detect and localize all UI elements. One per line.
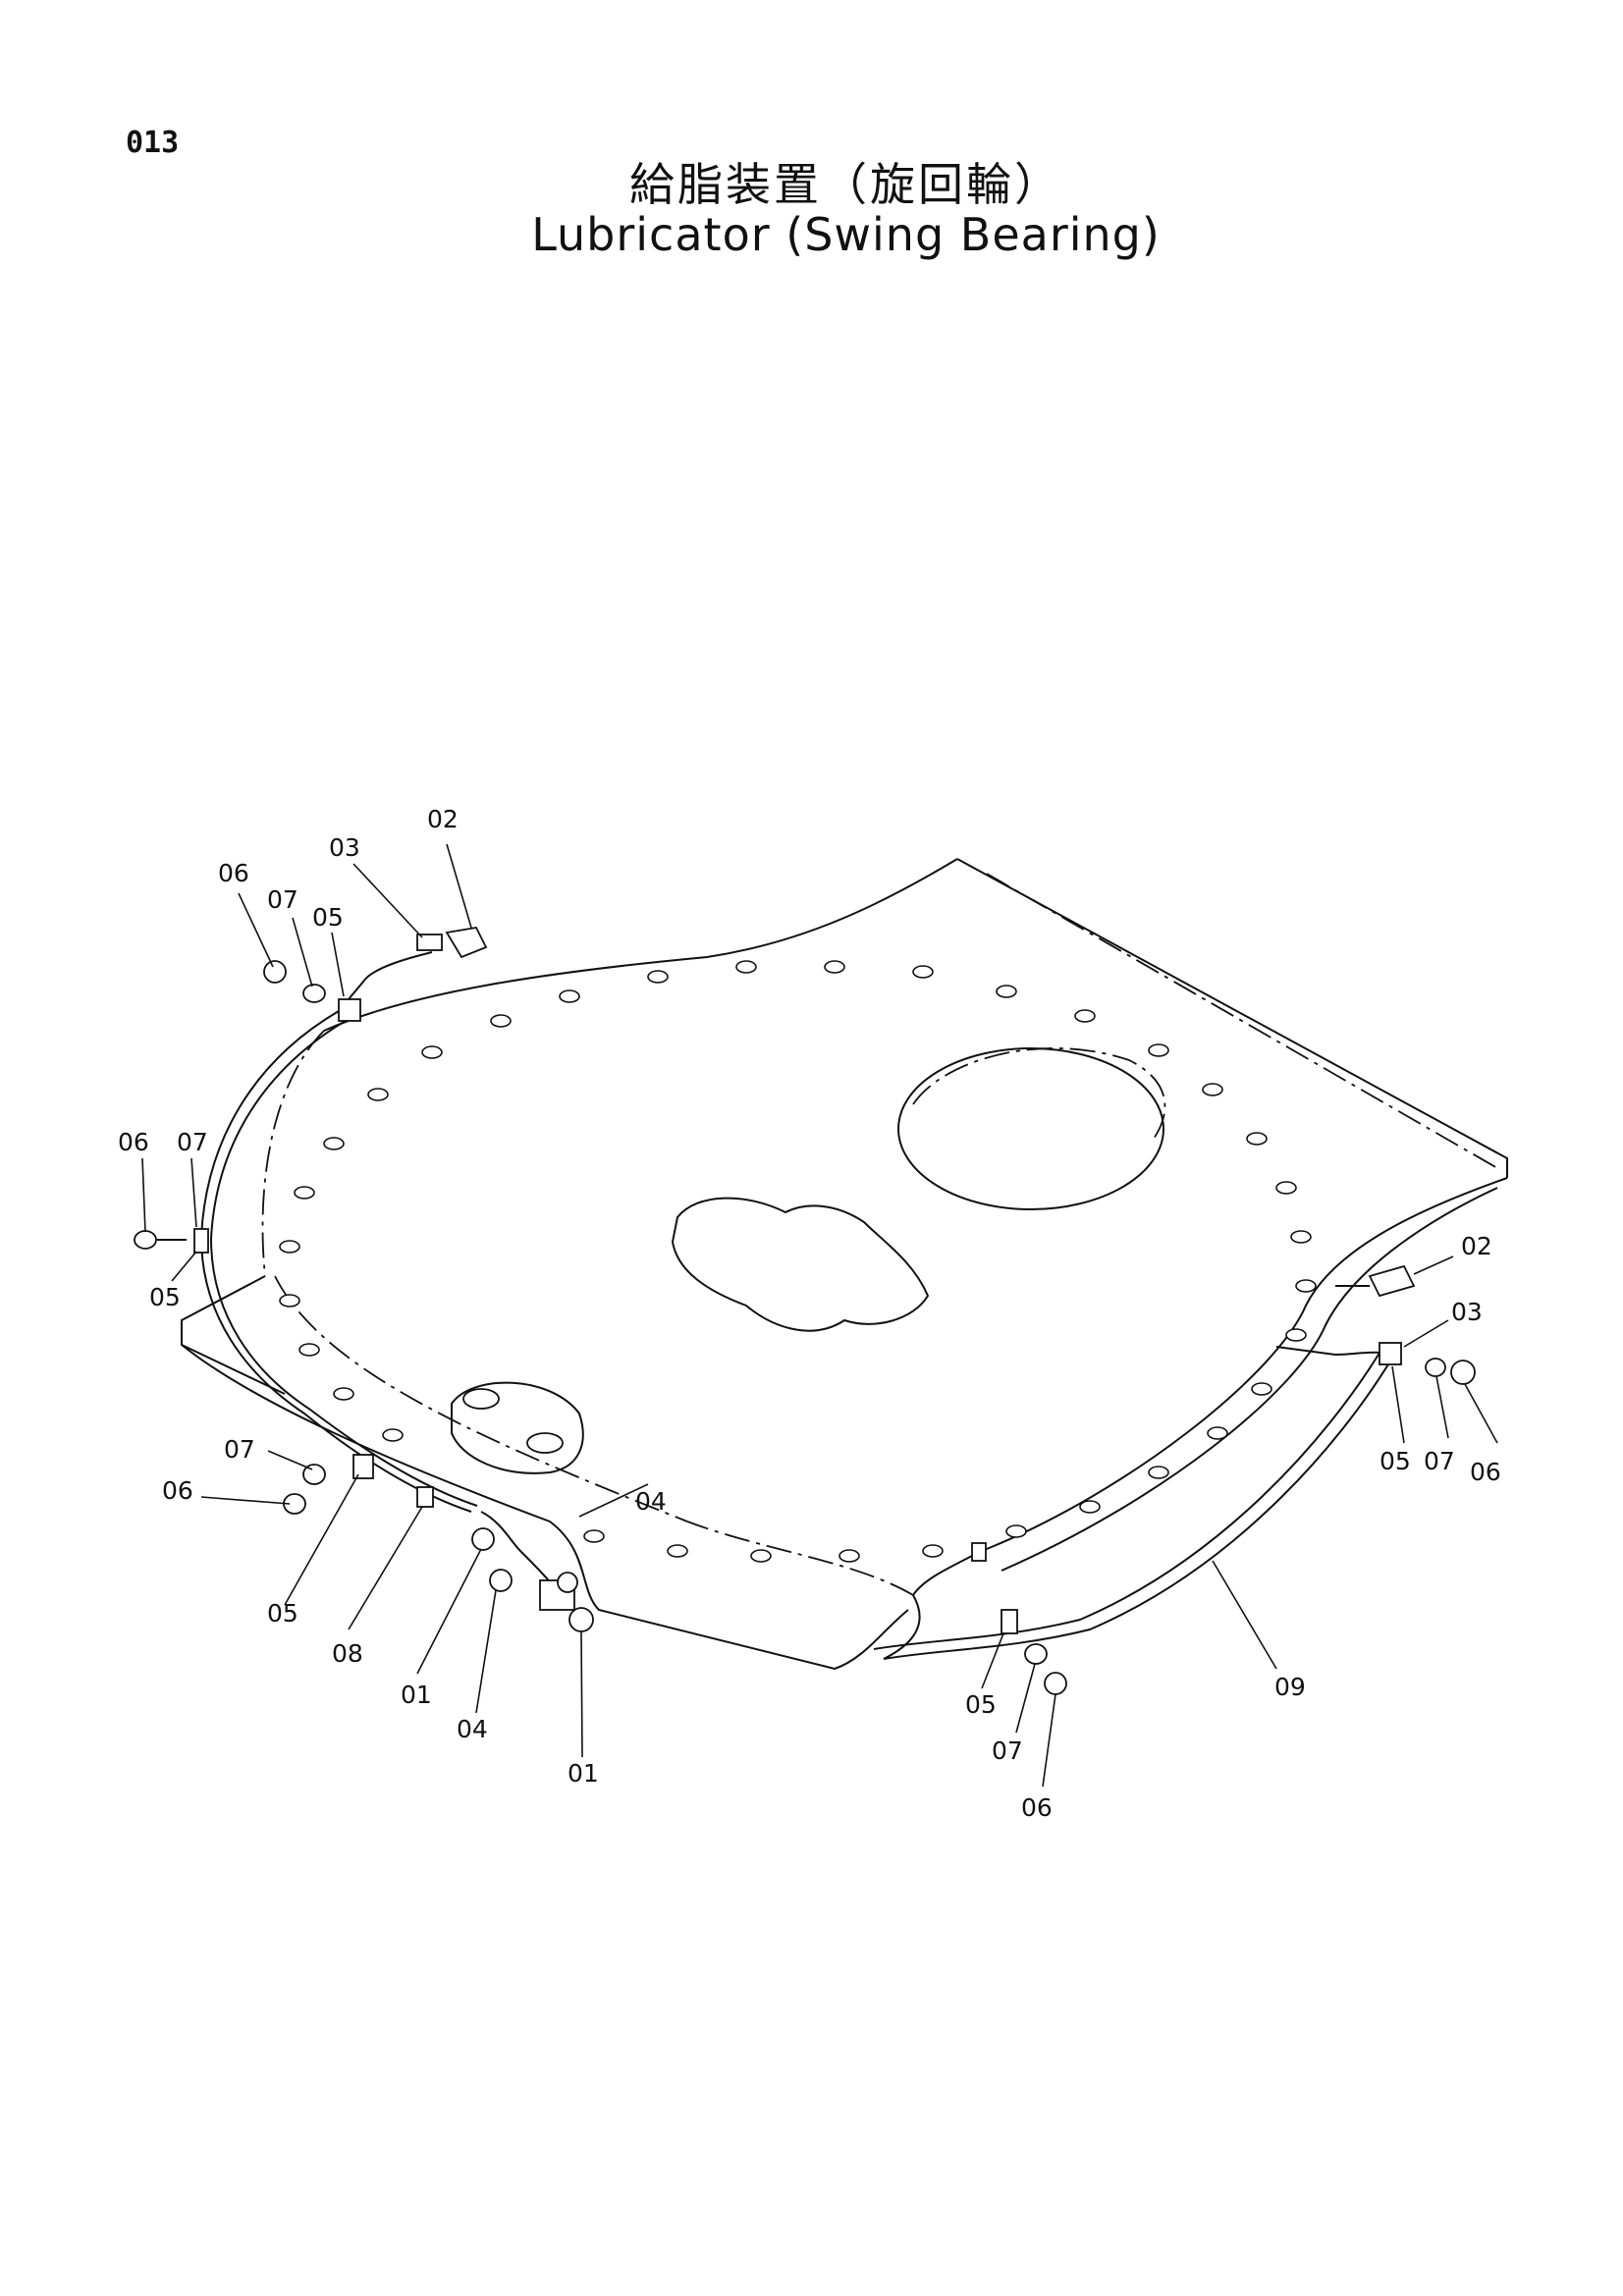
callout-label: 05 (965, 1690, 997, 1719)
callout-label: 01 (568, 1759, 599, 1788)
callout-label: 09 (1274, 1673, 1306, 1701)
callout-label: 02 (1461, 1232, 1492, 1260)
title-english: Lubricator (Swing Bearing) (531, 208, 1161, 261)
callout-label: 07 (1424, 1447, 1455, 1475)
grease-lines (199, 951, 1395, 1660)
callout-label: 01 (401, 1681, 432, 1709)
center-joint-slot (671, 1197, 930, 1332)
callout-label: 05 (312, 903, 344, 932)
callout-label: 06 (1021, 1793, 1053, 1822)
bolt-holes (279, 960, 1317, 1563)
swing-frame-plate (181, 858, 1508, 1671)
callout-label: 08 (332, 1639, 363, 1668)
callout-label: 05 (1380, 1447, 1411, 1475)
callout-label: 02 (427, 805, 459, 833)
callout-label: 04 (635, 1487, 667, 1516)
callout-label: 07 (224, 1435, 255, 1464)
callout-labels: 02 03 06 07 05 06 07 05 02 03 05 07 06 0… (118, 805, 1501, 1822)
callout-label: 05 (149, 1283, 181, 1311)
callout-label: 06 (218, 859, 249, 887)
title-japanese: 給脂装置（旋回輪） (629, 158, 1062, 211)
leader-lines (141, 843, 1498, 1788)
callout-label: 03 (329, 833, 360, 862)
callout-label: 06 (118, 1128, 149, 1156)
callout-label: 07 (177, 1128, 208, 1156)
callout-label: 03 (1451, 1298, 1483, 1326)
page-number: 013 (126, 126, 180, 160)
callout-label: 07 (267, 885, 298, 914)
callout-label: 04 (457, 1715, 488, 1743)
cover-plate (451, 1381, 584, 1474)
callout-label: 07 (992, 1736, 1023, 1765)
callout-label: 06 (162, 1476, 193, 1505)
swing-motor-opening (897, 1047, 1166, 1210)
callout-label: 06 (1470, 1458, 1501, 1486)
fittings (134, 927, 1476, 1695)
callout-label: 05 (267, 1599, 298, 1628)
